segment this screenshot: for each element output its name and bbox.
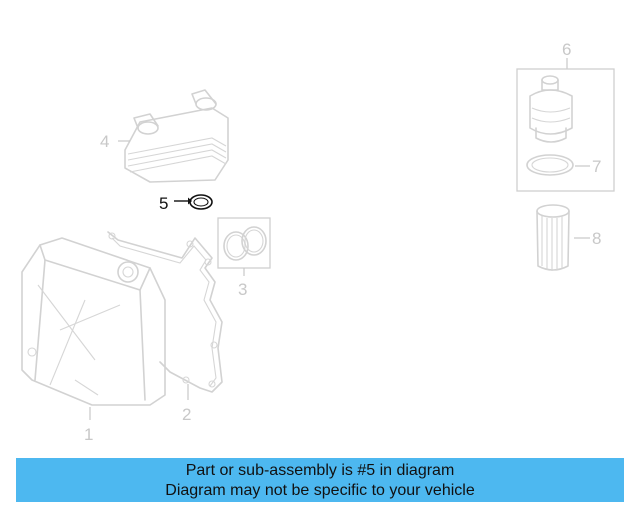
part-3-seal-kit (217, 217, 271, 276)
callout-3: 3 (238, 280, 247, 299)
callout-4: 4 (100, 132, 109, 151)
part-1-oil-pan (21, 237, 166, 406)
part-6-filter-housing-box (516, 58, 615, 192)
part-7-o-ring (526, 154, 590, 176)
part-4-oil-cooler (118, 89, 229, 183)
callout-1: 1 (84, 425, 93, 444)
part-2-pan-gasket (107, 231, 223, 393)
banner-line-1: Part or sub-assembly is #5 in diagram (185, 462, 455, 479)
part-5-seal-ring (174, 194, 213, 210)
callout-5: 5 (159, 194, 168, 213)
callout-2: 2 (182, 405, 191, 424)
info-banner: Part or sub-assembly is #5 in diagram Di… (16, 458, 624, 502)
callout-8: 8 (592, 229, 601, 248)
part-8-filter-element (536, 204, 590, 271)
callout-6: 6 (562, 40, 571, 59)
banner-line-2: Diagram may not be specific to your vehi… (165, 482, 475, 499)
callout-7: 7 (592, 157, 601, 176)
